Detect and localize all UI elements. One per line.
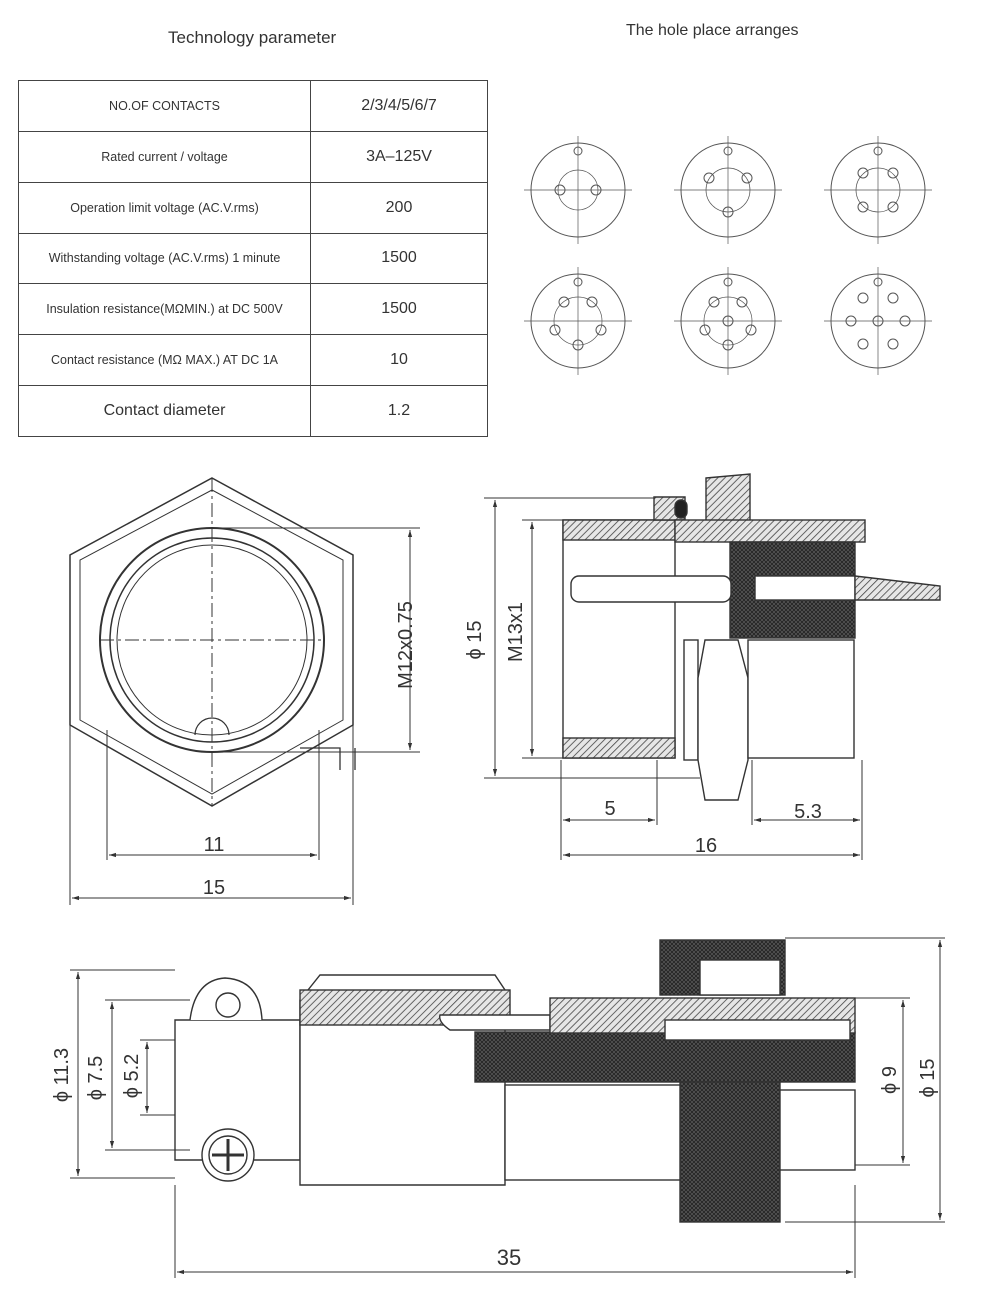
dim-bottom-d5: ϕ 15 [917, 1058, 939, 1097]
param-label: NO.OF CONTACTS [18, 80, 311, 132]
dim-front-inner: 11 [204, 834, 225, 856]
dim-side-total: 16 [695, 835, 717, 857]
hole-layout-2-pin [524, 136, 632, 244]
dim-side-a: 5 [604, 798, 615, 820]
technology-parameter-title: Technology parameter [168, 28, 337, 47]
dim-bottom-d3: ϕ 5.2 [121, 1054, 143, 1099]
dim-side-diameter: ϕ 15 [464, 620, 486, 659]
param-value: 1.2 [310, 385, 488, 437]
dim-bottom-d1: ϕ 11.3 [51, 1048, 73, 1102]
param-value: 200 [310, 181, 488, 234]
front-view [69, 477, 420, 905]
param-label: Rated current / voltage [18, 130, 311, 183]
dim-front-thread: M12x0.75 [395, 601, 417, 689]
hole-layout-7-pin [824, 267, 932, 375]
param-value: 1500 [310, 232, 488, 285]
side-section-view [484, 473, 941, 860]
param-value: 1500 [310, 283, 488, 336]
param-label: Insulation resistance(MΩMIN.) at DC 500V [18, 283, 311, 336]
param-label: Operation limit voltage (AC.V.rms) [18, 181, 311, 234]
dim-bottom-d2: ϕ 7.5 [85, 1056, 107, 1101]
hole-layout-6-pin [674, 267, 782, 375]
table-row: Insulation resistance(MΩMIN.) at DC 500V… [18, 283, 488, 336]
hole-layout-4-pin [824, 136, 932, 244]
dim-bottom-length: 35 [497, 1245, 521, 1270]
param-label: Withstanding voltage (AC.V.rms) 1 minute [18, 232, 311, 285]
hole-layout-3-pin [674, 136, 782, 244]
param-value: 3A–125V [310, 130, 488, 183]
knurled-nut [679, 1081, 781, 1223]
hole-arrangement-title: The hole place arranges [626, 22, 799, 39]
param-value: 2/3/4/5/6/7 [310, 80, 488, 132]
hole-arrangement-grid [524, 136, 932, 375]
dim-side-b: 5.3 [794, 801, 822, 823]
dim-side-thread: M13x1 [505, 602, 527, 662]
table-row: Withstanding voltage (AC.V.rms) 1 minute… [18, 232, 488, 285]
plug-assembly-view [70, 937, 945, 1278]
dim-front-outer: 15 [203, 877, 225, 899]
hole-layout-5-pin [524, 267, 632, 375]
dim-bottom-d4: ϕ 9 [879, 1066, 901, 1094]
table-row: Operation limit voltage (AC.V.rms)200 [18, 181, 488, 234]
param-label: Contact diameter [18, 385, 311, 437]
